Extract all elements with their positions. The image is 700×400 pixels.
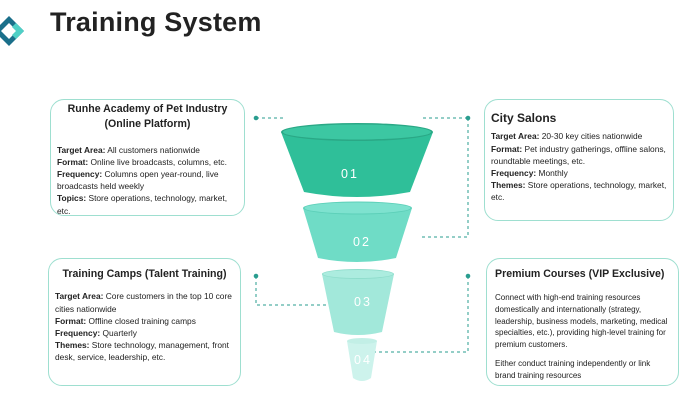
funnel-tier-4: 04	[347, 338, 377, 381]
topics-row: Topics: Store operations, technology, ma…	[57, 193, 228, 216]
frequency-row: Frequency: Quarterly	[55, 327, 137, 338]
target-area-row: Target Area: 20-30 key cities nationwide	[491, 131, 643, 142]
connector-dots	[253, 115, 471, 279]
card-title: Runhe Academy of Pet Industry (Online Pl…	[67, 103, 228, 131]
funnel-tier-label: 04	[354, 353, 372, 367]
funnel-tier-label: 02	[353, 235, 371, 249]
card-title: City Salons	[491, 111, 557, 125]
frequency-row: Frequency: Columns open year-round, live…	[57, 169, 219, 192]
diamond-logo-icon	[0, 16, 24, 46]
themes-row: Themes: Store technology, management, fr…	[55, 340, 229, 363]
funnel-tier-1: 01	[281, 123, 433, 197]
connector-lines	[255, 117, 469, 353]
funnel-tier-3: 03	[322, 269, 394, 335]
format-row: Format: Online live broadcasts, columns,…	[57, 156, 227, 167]
premium-description: Connect with high-end training resources…	[495, 293, 668, 349]
card-title: Training Camps (Talent Training)	[62, 268, 227, 280]
online-platform-card: Runhe Academy of Pet Industry (Online Pl…	[50, 99, 245, 216]
target-area-row: Target Area: All customers nationwide	[57, 144, 200, 155]
training-camps-card: Training Camps (Talent Training) Target …	[48, 258, 241, 386]
card-title: Premium Courses (VIP Exclusive)	[495, 268, 665, 280]
format-row: Format: Pet industry gatherings, offline…	[491, 143, 666, 166]
page-title: Training System	[50, 7, 262, 37]
premium-courses-card: Premium Courses (VIP Exclusive) Connect …	[486, 258, 679, 386]
format-row: Format: Offline closed training camps	[55, 315, 196, 326]
target-area-row: Target Area: Core customers in the top 1…	[55, 291, 232, 314]
themes-row: Themes: Store operations, technology, ma…	[491, 180, 667, 203]
premium-note: Either conduct training independently or…	[495, 359, 651, 380]
funnel-tier-2: 02	[303, 201, 412, 262]
frequency-row: Frequency: Monthly	[491, 167, 568, 178]
city-salons-card: City Salons Target Area: 20-30 key citie…	[484, 99, 674, 221]
funnel-tier-label: 01	[341, 167, 359, 181]
funnel-tier-label: 03	[354, 295, 372, 309]
